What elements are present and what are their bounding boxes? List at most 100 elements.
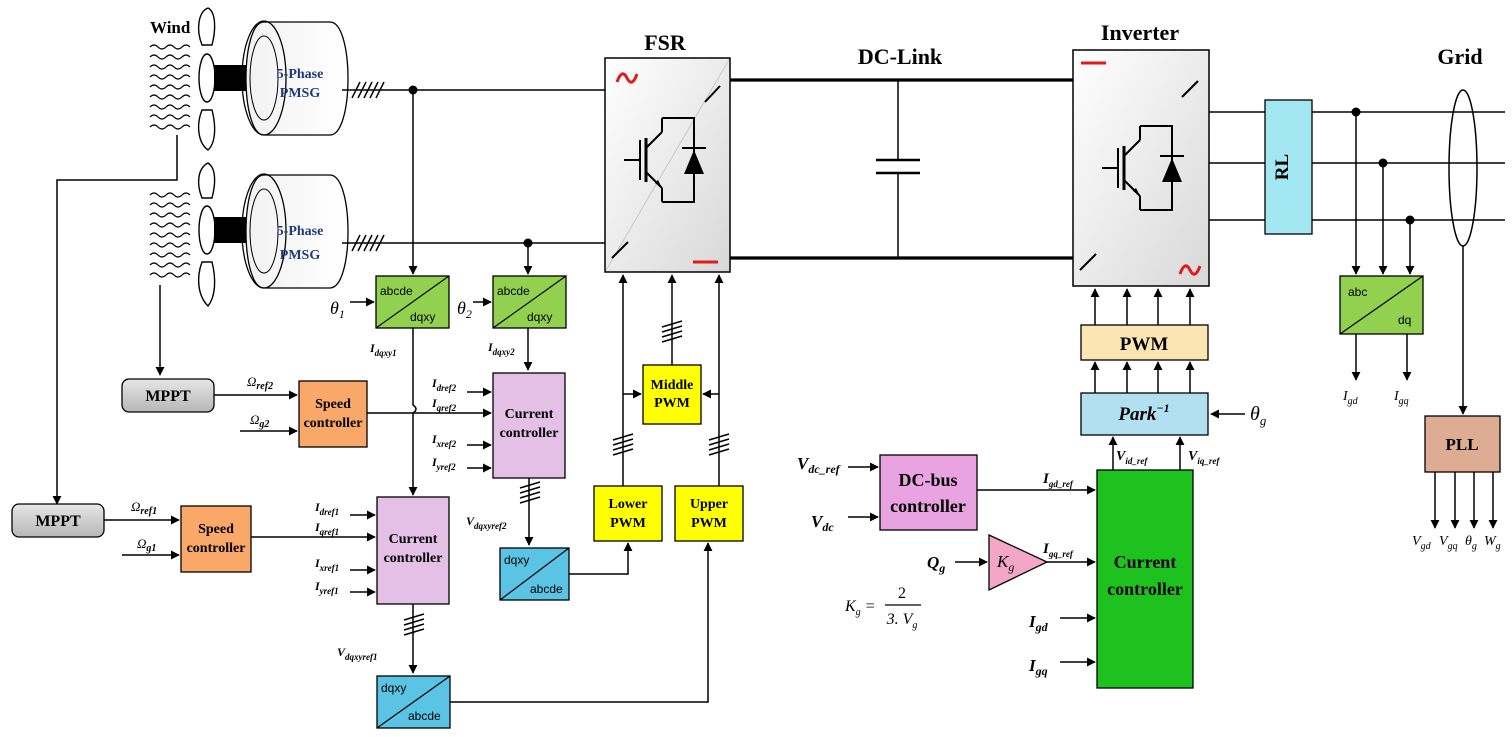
grid-current-controller-line2: controller <box>1107 579 1183 599</box>
bus-slash-icon <box>519 481 541 504</box>
lower-pwm-line1: Lower <box>609 497 648 512</box>
pll-vgq: Vgq <box>1439 534 1458 552</box>
omega-g2-label: Ωg2 <box>250 412 269 430</box>
generator-bus-lines <box>342 81 605 252</box>
svg-text:Kg =: Kg = <box>844 598 875 618</box>
kg-gain-label: Kg <box>996 552 1014 574</box>
i-gd-ref-label: Igd_ref <box>1042 471 1074 489</box>
grid-lines <box>1209 89 1505 247</box>
i-qref1-label: Iqref1 <box>314 520 339 537</box>
pll-theta: θg <box>1465 534 1477 552</box>
inverse-park-block <box>1080 392 1209 436</box>
wind-turbine-bottom <box>149 162 254 308</box>
upper-pwm-line1: Upper <box>690 497 728 512</box>
i-yref2-label: Iyref2 <box>431 455 456 472</box>
ac-symbol-icon <box>1178 264 1202 276</box>
pll-block <box>1424 415 1501 473</box>
i-xref1-label: Ixref1 <box>314 556 339 573</box>
lower-pwm-block <box>593 485 663 542</box>
out-igd: Igd <box>1342 389 1359 407</box>
v-dc-ref-label: Vdc_ref <box>797 454 841 476</box>
i-dqxy1-wire <box>408 328 418 496</box>
omega-ref1-label: Ωref1 <box>131 499 157 517</box>
fsr-converter <box>604 57 731 273</box>
ac-symbol-icon <box>615 72 639 84</box>
pwm-block <box>1080 324 1209 361</box>
lower-pwm-line2: PWM <box>610 516 646 531</box>
omega-g1-label: Ωg1 <box>137 536 156 554</box>
transform-2-out: dqxy <box>527 310 552 324</box>
hub-icon <box>198 205 216 255</box>
v-id-ref-label: Vid_ref <box>1116 449 1148 466</box>
speed-controller-1 <box>180 505 252 573</box>
dcbus-controller-line1: DC-bus <box>898 470 957 490</box>
svg-text:3. Vg: 3. Vg <box>886 611 918 631</box>
speed-controller-1-line2: controller <box>187 541 246 556</box>
v-dc-label: Vdc <box>811 512 834 534</box>
gen-current-controller-1-line2: controller <box>384 551 443 566</box>
hub-icon <box>198 53 216 103</box>
out-igq: Igq <box>1393 389 1409 407</box>
blade-icon <box>197 7 216 46</box>
current-sensor-icon <box>1448 89 1478 247</box>
inverter-converter <box>1072 49 1210 287</box>
i-dqxy1-label: Idqxy1 <box>369 341 397 358</box>
upper-pwm-block <box>674 485 744 542</box>
transform-1-in: abcde <box>380 284 413 298</box>
transform-1-out: dqxy <box>410 310 435 324</box>
wind-label: Wind <box>150 18 191 37</box>
i-dqxy2-label: Idqxy2 <box>487 340 515 357</box>
grid-label: Grid <box>1437 44 1482 69</box>
wind-waves-icon <box>149 44 191 130</box>
abc-dq-transform: abc dq <box>1339 275 1424 335</box>
pmsg-top-line2: PMSG <box>280 86 321 101</box>
park-to-pwm-arrows <box>1090 361 1195 393</box>
blade-icon <box>197 162 216 199</box>
upper-pwm-line2: PWM <box>691 516 727 531</box>
gen-current-controller-1 <box>376 496 450 605</box>
pwm-label: PWM <box>1120 334 1169 355</box>
i-dref2-label: Idref2 <box>431 376 457 393</box>
pmsg-top: 5-Phase PMSG <box>241 20 349 136</box>
mppt-1-label: MPPT <box>35 513 81 530</box>
abc-dq-connections <box>1351 112 1415 381</box>
i-xref2-label: Ixref2 <box>431 432 457 449</box>
blade-icon <box>197 261 216 308</box>
kg-gain-block <box>988 533 1049 592</box>
pll-vgd: Vgd <box>1412 534 1432 552</box>
speed-controller-2 <box>298 380 368 448</box>
rl-filter <box>1264 99 1313 235</box>
v-dqxyref1-label: Vdqxyref1 <box>337 645 378 662</box>
pll-outputs <box>1430 472 1498 529</box>
dcbus-controller-line2: controller <box>890 496 966 516</box>
i-yref1-label: Iyref1 <box>314 579 339 596</box>
pmsg-bottom-line1: 5-Phase <box>277 224 324 239</box>
middle-pwm-block <box>642 364 702 425</box>
i-gd-label: Igd <box>1028 612 1049 634</box>
middle-pwm-line2: PWM <box>654 396 690 411</box>
middle-pwm-line1: Middle <box>651 378 694 393</box>
i-dref1-label: Idref1 <box>314 500 339 517</box>
rl-label: RL <box>1272 154 1293 180</box>
pll-label: PLL <box>1445 435 1478 454</box>
kg-formula: Kg = 2 3. Vg <box>844 585 921 631</box>
fsr-label: FSR <box>644 30 687 55</box>
i-gq-label: Igq <box>1028 656 1048 678</box>
omega-ref2-label: Ωref2 <box>247 374 273 392</box>
dclink-label: DC-Link <box>858 44 943 69</box>
q-g-label: Qg <box>927 553 945 575</box>
i-qref2-label: Iqref2 <box>431 396 457 413</box>
grid-current-controller-line1: Current <box>1114 552 1177 572</box>
inverter-gate-arrows <box>1090 288 1195 325</box>
wind-waves-icon <box>149 192 191 278</box>
i-gq-ref-label: Igq_ref <box>1042 541 1074 559</box>
inverter-label: Inverter <box>1101 20 1179 45</box>
gen-current-controller-1-line1: Current <box>389 532 438 547</box>
gen-current-controller-2-line2: controller <box>500 426 559 441</box>
bus-slash-icon <box>612 320 730 456</box>
speed-controller-2-line2: controller <box>304 416 363 431</box>
speed-controller-1-line1: Speed <box>198 522 234 537</box>
gen-current-controller-2-line1: Current <box>505 407 554 422</box>
pmsg-top-line1: 5-Phase <box>277 67 324 82</box>
bus-slash-icon <box>403 613 425 636</box>
